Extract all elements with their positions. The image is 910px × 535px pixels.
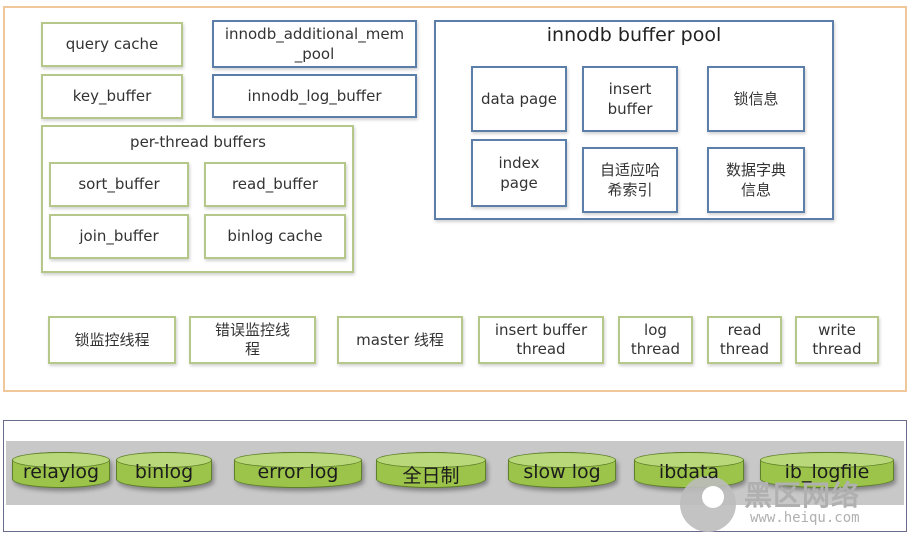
write-thread-label: write thread	[812, 321, 862, 358]
error-log-file-icon: error log	[234, 452, 362, 488]
lock-monitor-thread-label: 锁监控线程	[74, 330, 150, 349]
error-log-label: error log	[257, 461, 339, 483]
binlog-cache-box: binlog cache	[204, 214, 346, 259]
full-log-file-icon: 全日制	[376, 452, 486, 488]
innodb-log-buffer-box: innodb_log_buffer	[212, 74, 417, 118]
log-thread-box: log thread	[618, 316, 693, 364]
key-buffer-label: key_buffer	[72, 87, 152, 105]
error-monitor-thread-box: 错误监控线 程	[189, 316, 316, 364]
insert-buffer-thread-label: insert buffer thread	[494, 321, 588, 358]
data-dictionary-info-box: 数据字典 信息	[707, 147, 805, 213]
lock-monitor-thread-box: 锁监控线程	[48, 316, 176, 364]
binlog-label: binlog	[134, 461, 194, 483]
join-buffer-label: join_buffer	[79, 227, 159, 245]
write-thread-box: write thread	[795, 316, 879, 364]
sort-buffer-label: sort_buffer	[78, 175, 160, 193]
innodb-additional-mem-pool-box: innodb_additional_mem _pool	[212, 20, 417, 68]
lock-info-label: 锁信息	[733, 90, 779, 108]
read-thread-label: read thread	[719, 321, 770, 358]
slow-log-label: slow log	[523, 461, 601, 483]
read-thread-box: read thread	[707, 316, 782, 364]
adaptive-hash-index-box: 自适应哈 希索引	[582, 147, 678, 213]
binlog-file-icon: binlog	[116, 452, 212, 488]
watermark-brand: 黑区网络	[744, 479, 861, 512]
read-buffer-label: read_buffer	[231, 175, 319, 193]
data-page-box: data page	[471, 66, 567, 132]
read-buffer-box: read_buffer	[204, 162, 346, 207]
index-page-box: index page	[471, 139, 567, 207]
insert-buffer-box: insert buffer	[582, 66, 678, 132]
full-log-label: 全日制	[402, 465, 460, 487]
master-thread-label: master 线程	[356, 330, 444, 349]
insert-buffer-thread-box: insert buffer thread	[478, 316, 604, 364]
data-page-label: data page	[480, 90, 558, 108]
insert-buffer-label: insert buffer	[607, 80, 653, 118]
query-cache-label: query cache	[65, 35, 159, 53]
watermark-url: www.heiqu.com	[750, 510, 860, 526]
watermark-logo-dot	[702, 486, 724, 508]
ibdata-label: ibdata	[658, 461, 720, 483]
adaptive-hash-index-label: 自适应哈 希索引	[599, 161, 660, 199]
ib-logfile-file-icon: ib_logfile	[760, 452, 894, 488]
index-page-label: index page	[498, 154, 540, 192]
lock-info-box: 锁信息	[707, 66, 805, 132]
error-monitor-thread-label: 错误监控线 程	[214, 321, 290, 358]
data-dictionary-info-label: 数据字典 信息	[725, 161, 786, 199]
innodb-additional-mem-pool-label: innodb_additional_mem _pool	[224, 25, 405, 63]
key-buffer-box: key_buffer	[41, 74, 183, 119]
slow-log-file-icon: slow log	[508, 452, 616, 488]
relaylog-file-icon: relaylog	[12, 452, 110, 488]
join-buffer-box: join_buffer	[49, 214, 189, 259]
ib-logfile-label: ib_logfile	[784, 461, 870, 483]
relaylog-label: relaylog	[22, 461, 100, 483]
innodb-log-buffer-label: innodb_log_buffer	[247, 87, 382, 105]
per-thread-buffers-title: per-thread buffers	[130, 133, 266, 151]
binlog-cache-label: binlog cache	[227, 227, 323, 245]
sort-buffer-box: sort_buffer	[49, 162, 189, 207]
log-thread-label: log thread	[630, 321, 681, 358]
innodb-buffer-pool-title: innodb buffer pool	[546, 24, 722, 46]
query-cache-box: query cache	[41, 22, 183, 67]
master-thread-box: master 线程	[337, 316, 463, 364]
ibdata-file-icon: ibdata	[634, 452, 744, 488]
